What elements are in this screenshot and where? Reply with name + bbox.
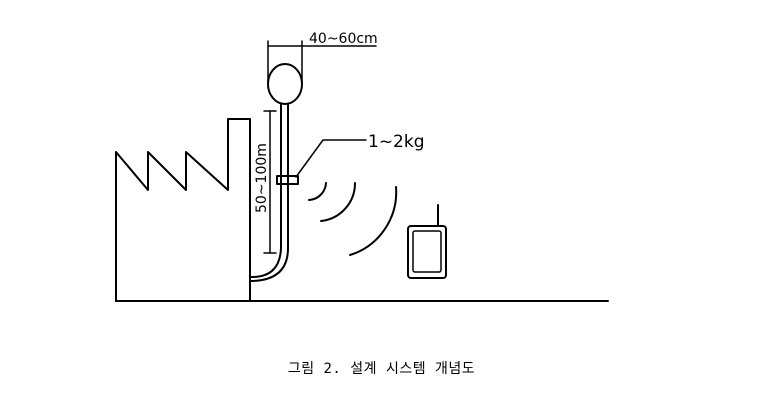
- sensor-module: [276, 175, 299, 185]
- factory-building: [115, 118, 251, 302]
- distance-dimension: [263, 110, 277, 254]
- weight-label: 1~2kg: [368, 132, 425, 152]
- chimney-pole: [249, 103, 289, 282]
- balloon: [267, 63, 303, 105]
- wireless-signal-icon: [308, 182, 398, 256]
- receiver-device-icon: [407, 204, 447, 279]
- diameter-dimension: [267, 40, 377, 83]
- diameter-label: 40~60cm: [309, 31, 378, 47]
- distance-label: 50~100m: [254, 143, 270, 213]
- figure-caption: 그림 2. 설계 시스템 개념도: [287, 361, 476, 377]
- weight-callout: [295, 139, 367, 178]
